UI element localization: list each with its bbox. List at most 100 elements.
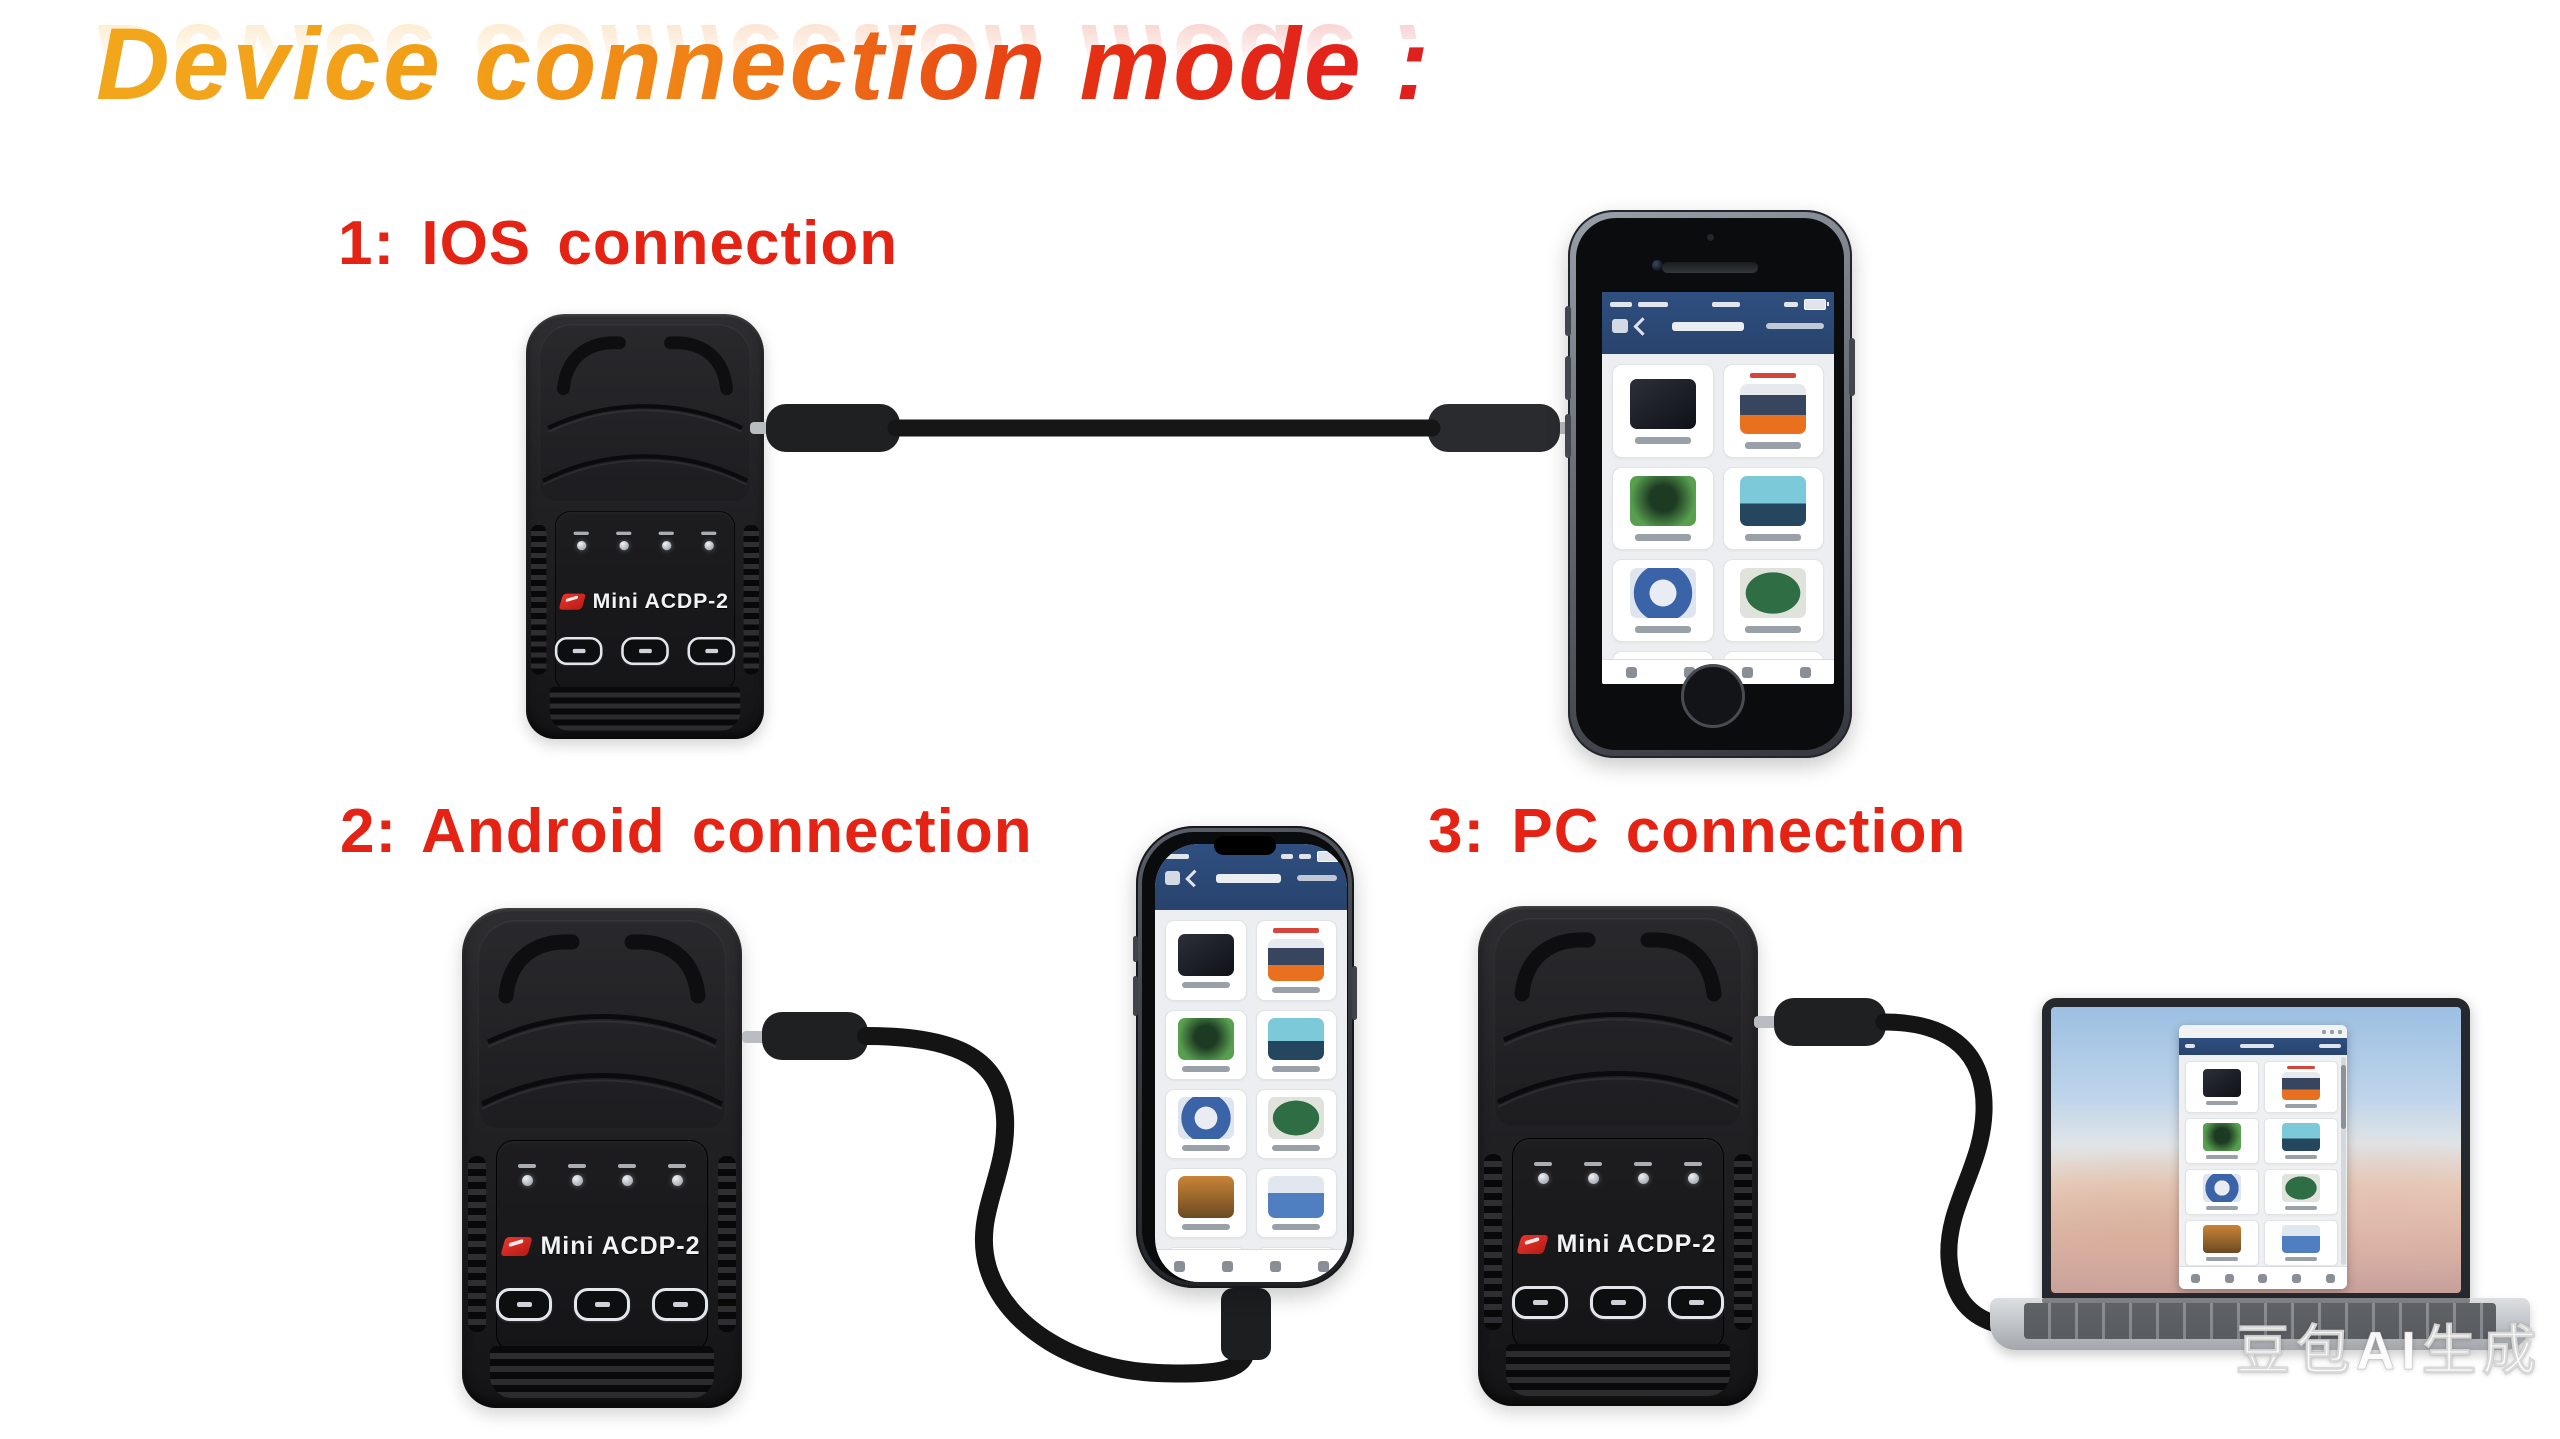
signal-icon: [1281, 854, 1293, 859]
app-tile: [1612, 467, 1714, 550]
brand-logo-icon: [1516, 1235, 1550, 1254]
back-chevron-icon: [1184, 869, 1203, 887]
app-header: [1602, 292, 1834, 354]
device-vent-right: [743, 524, 759, 675]
brand-logo-icon: [558, 593, 587, 610]
device-button: [574, 1288, 630, 1321]
obd-device-ios: Mini ACDP-2: [526, 314, 764, 739]
device-front-panel: Mini ACDP-2: [496, 1140, 708, 1352]
app-tile: [2264, 1061, 2338, 1113]
tile-icon: [1177, 1176, 1234, 1218]
device-vent-left: [1484, 1154, 1502, 1330]
app-nav-bar: [1602, 310, 1834, 336]
app-tile: [1165, 920, 1247, 1001]
app-tile: [2264, 1220, 2338, 1266]
tile-caption: [1634, 436, 1691, 444]
device-led: [573, 531, 589, 551]
toolbar-icon: [1317, 1260, 1329, 1272]
tile-caption: [1634, 534, 1691, 541]
brand-logo-icon: [500, 1237, 534, 1256]
tile-icon: [1177, 1018, 1234, 1060]
status-bar: [1155, 844, 1347, 862]
tile-icon: [2203, 1123, 2241, 1151]
tile-icon: [2282, 1174, 2320, 1202]
device-led: [1584, 1162, 1602, 1184]
tile-icon: [1629, 476, 1696, 526]
app-tile-grid: [1602, 354, 1834, 684]
laptop-hinge: [2042, 1298, 2470, 1303]
tile-icon: [1177, 1097, 1234, 1139]
cable-pin-android-device: [742, 1031, 770, 1043]
iphone-app-screen: [1602, 292, 1834, 684]
laptop-screen: [2042, 998, 2470, 1302]
home-icon: [1612, 319, 1628, 333]
device-led: [1534, 1162, 1552, 1184]
app-tile: [1722, 559, 1824, 642]
bluetooth-icon: [1784, 302, 1798, 307]
wifi-icon: [1638, 302, 1668, 307]
device-bottom-grille: [1506, 1344, 1730, 1396]
device-top-curves: [480, 934, 724, 1110]
device-button: [554, 637, 603, 666]
device-led: [658, 531, 674, 551]
camera-pill-cutout: [1214, 836, 1276, 855]
device-button: [1512, 1286, 1568, 1319]
mute-switch: [1133, 936, 1138, 962]
app-tile: [1165, 1089, 1247, 1159]
laptop-base: [1990, 1298, 2530, 1350]
toolbar-icon: [1269, 1260, 1281, 1272]
tile-caption: [1745, 534, 1802, 541]
app-tile-grid: [1155, 910, 1347, 1282]
tile-caption: [2206, 1101, 2238, 1105]
scrollbar: [2341, 1057, 2346, 1265]
android-phone: [1133, 826, 1357, 1288]
section-heading-pc: 3: PC connection: [1428, 797, 1967, 866]
tile-icon: [2203, 1069, 2241, 1097]
home-icon: [2185, 1044, 2195, 1048]
cable-connector-ios-phone: [1428, 404, 1560, 452]
tile-caption: [2206, 1155, 2238, 1159]
close-icon: [2338, 1029, 2342, 1034]
device-bottom-grille: [549, 686, 741, 731]
nav-right-text: [1297, 875, 1337, 881]
android-app-screen: [1155, 844, 1347, 1282]
clock-text: [1712, 302, 1740, 307]
mute-switch: [1565, 306, 1571, 336]
toolbar-icon: [1221, 1260, 1233, 1272]
tile-icon: [1629, 568, 1696, 618]
device-led: [518, 1164, 536, 1186]
toolbar-icon: [1625, 666, 1637, 678]
device-button: [1590, 1286, 1646, 1319]
tile-icon: [1177, 933, 1234, 976]
app-window: [2179, 1025, 2347, 1289]
obd-device-pc: Mini ACDP-2: [1478, 906, 1758, 1406]
page-title-reflection: Device connection mode :: [96, 3, 1432, 117]
battery-icon: [1317, 851, 1342, 862]
cable-connector-pc-device: [1774, 998, 1886, 1046]
wifi-icon: [1299, 854, 1311, 859]
tile-icon: [2282, 1225, 2320, 1253]
tile-icon: [1740, 476, 1807, 526]
tile-icon: [1268, 1176, 1325, 1218]
tile-icon: [2282, 1072, 2320, 1100]
device-label: Mini ACDP-2: [540, 1232, 701, 1260]
page-title: Device connection mode :: [96, 7, 1432, 121]
tile-icon: [2282, 1123, 2320, 1151]
tile-caption: [2206, 1206, 2238, 1210]
device-vent-left: [531, 524, 547, 675]
device-button: [621, 637, 669, 666]
device-led: [618, 1164, 636, 1186]
tile-icon: [1740, 384, 1807, 434]
device-led-row: [1526, 1162, 1710, 1184]
tile-caption: [1181, 1145, 1230, 1151]
laptop: [1990, 996, 2530, 1362]
window-titlebar: [2179, 1025, 2347, 1038]
app-tile-grid: [2179, 1055, 2347, 1272]
laptop-keyboard: [2024, 1303, 2496, 1339]
device-front-panel: Mini ACDP-2: [1512, 1138, 1724, 1350]
device-button-row: [1512, 1286, 1724, 1319]
section-heading-ios: 1: IOS connection: [338, 209, 899, 278]
proximity-sensor-icon: [1707, 234, 1714, 241]
device-led: [568, 1164, 586, 1186]
